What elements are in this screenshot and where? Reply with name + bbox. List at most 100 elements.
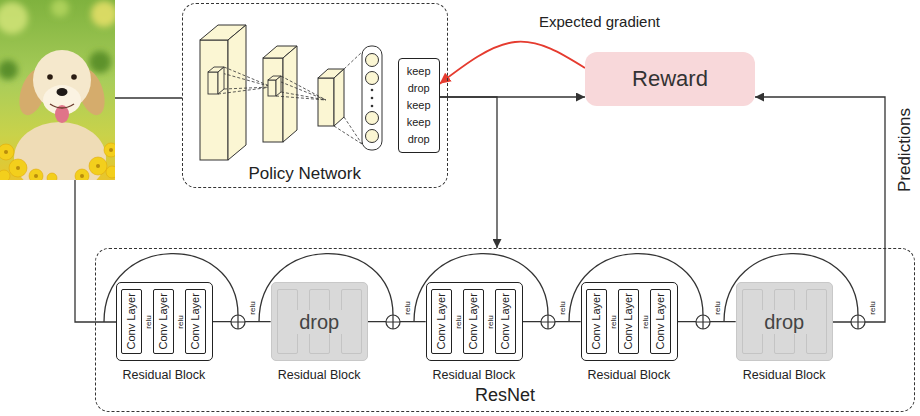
dog-photo — [16, 166, 20, 170]
feature-map — [200, 25, 344, 160]
layer-box: Conv Layer — [586, 289, 607, 354]
sum-node — [541, 315, 555, 329]
sum-node — [231, 315, 245, 329]
network-title: ResNet — [96, 384, 914, 406]
dog-photo — [4, 148, 113, 178]
dog-photo — [29, 169, 43, 180]
block-caption: Residual Block — [374, 368, 574, 383]
fc-layer — [371, 89, 374, 92]
feature-map — [200, 40, 228, 160]
layer-caption: Conv Layer — [496, 290, 515, 353]
layer-caption: Conv Layer — [186, 290, 205, 353]
fc-layer — [362, 46, 382, 150]
dog-photo — [4, 150, 8, 154]
skip-flag: drop — [761, 310, 807, 334]
dog-photo — [0, 0, 115, 180]
layer-caption: Conv Layer — [432, 290, 451, 353]
block-caption: Residual Block — [684, 368, 884, 383]
ghost-layer — [277, 289, 298, 354]
fc-layer — [366, 72, 379, 85]
conv-kernel — [218, 67, 224, 94]
feature-map — [334, 69, 344, 126]
layer-caption: Conv Layer — [651, 290, 670, 353]
dog-photo — [89, 51, 111, 73]
activation-label: relu — [486, 315, 496, 328]
block-caption: Residual Block — [219, 368, 419, 383]
fc-layer — [366, 54, 379, 67]
block-caption: Residual Block — [529, 368, 729, 383]
dog-photo — [89, 157, 107, 175]
activation-label: relu — [144, 315, 154, 328]
fc-layer — [371, 105, 374, 108]
action-flag: keep — [399, 97, 439, 114]
block-frame: Residual BlockConv LayerConv LayerConv L… — [116, 282, 213, 361]
conv-kernel — [268, 80, 276, 96]
skipped-block: dropResidual Block — [736, 282, 833, 361]
sum-node — [851, 315, 865, 329]
sum-node — [696, 315, 710, 329]
dog-photo — [0, 144, 14, 160]
score-box: Reward — [585, 52, 755, 106]
dog-photo — [47, 74, 53, 80]
layer-caption: Conv Layer — [122, 290, 141, 353]
feature-map — [318, 78, 334, 126]
activation-label: relu — [454, 315, 464, 328]
layer-box: Conv Layer — [121, 289, 142, 354]
sum-node — [386, 315, 400, 329]
dog-photo — [34, 174, 38, 178]
skip-flag: drop — [296, 310, 342, 334]
arrow — [440, 97, 497, 248]
block-frame: Residual BlockConv LayerConv LayerConv L… — [426, 282, 523, 361]
arrow — [440, 42, 585, 84]
receptive-field-line — [334, 52, 362, 144]
layer-box: Conv Layer — [431, 289, 452, 354]
feature-map — [263, 58, 283, 142]
sum-node — [541, 315, 555, 329]
layer-box: Conv Layer — [650, 289, 671, 354]
layer-caption: Conv Layer — [619, 290, 638, 353]
dog-photo — [14, 122, 106, 180]
conv-kernel — [276, 76, 281, 96]
action-flag: keep — [399, 63, 439, 80]
edge-label: Expected gradient — [537, 13, 662, 31]
activation-label: relu — [558, 301, 568, 314]
ghost-layer — [742, 289, 763, 354]
backbone-box: ResNetResidual Block Conv Layer Conv Layer… — [95, 248, 915, 412]
sum-node — [386, 315, 400, 329]
block-caption: Residual Block — [64, 368, 264, 383]
dog-photo — [57, 88, 68, 96]
dog-photo — [50, 104, 74, 108]
dog-photo — [75, 169, 89, 180]
activation-label: relu — [868, 301, 878, 314]
sum-node — [851, 315, 865, 329]
fc-layer — [366, 112, 379, 125]
dog-photo — [96, 164, 100, 168]
dog-photo — [51, 0, 69, 17]
layer-caption: Conv Layer — [154, 290, 173, 353]
dog-photo — [91, 1, 115, 27]
layer-box: Conv Layer — [618, 289, 639, 354]
dog-photo — [106, 166, 115, 178]
layer-box: Conv Layer — [495, 289, 516, 354]
network-title: Policy Network — [155, 164, 455, 184]
dog-photo — [0, 60, 18, 80]
conv-kernel — [208, 67, 281, 96]
action-flag: keep — [399, 114, 439, 131]
ghost-layer — [806, 289, 827, 354]
dog-photo — [80, 174, 84, 178]
dog-photo — [9, 159, 27, 177]
block-frame: Residual BlockConv LayerConv LayerConv L… — [581, 282, 678, 361]
fc-layer — [362, 46, 382, 150]
layer-box: Conv Layer — [463, 289, 484, 354]
signal-line — [833, 248, 885, 322]
action-box: keepdropkeepkeepdrop — [398, 58, 440, 153]
conv-kernel — [208, 72, 218, 94]
layer-caption: Conv Layer — [464, 290, 483, 353]
fc-layer — [371, 97, 374, 100]
feature-map — [283, 46, 297, 142]
action-flag: drop — [399, 131, 439, 148]
activation-label: relu — [176, 315, 186, 328]
